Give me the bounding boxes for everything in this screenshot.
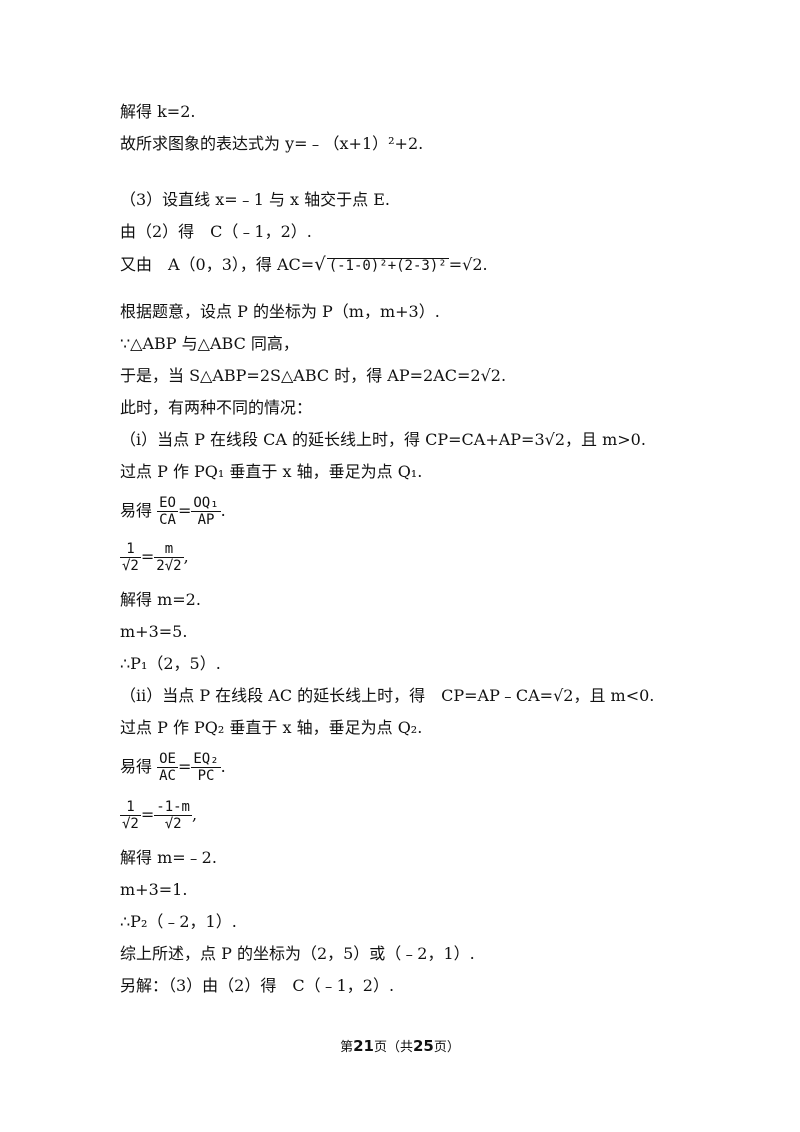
fraction: 1√2 (120, 542, 141, 573)
text-segment: =√2. (448, 255, 488, 274)
text-line: 此时，有两种不同的情况： (120, 398, 313, 417)
denominator: AC (159, 768, 176, 784)
text-line: ∴P₁（2，5）. (120, 654, 221, 673)
text-line: 过点 P 作 PQ₁ 垂直于 x 轴，垂足为点 Q₁. (120, 462, 423, 481)
text-line: 过点 P 作 PQ₂ 垂直于 x 轴，垂足为点 Q₂. (120, 718, 423, 737)
page-number: 21 (353, 1037, 374, 1055)
numerator: 1 (120, 800, 141, 816)
radicand: (-1-0)²+(2-3)² (326, 258, 449, 274)
text-line: 于是，当 S△ABP=2S△ABC 时，得 AP=2AC=2√2. (120, 366, 507, 385)
page-footer: 第21页（共25页） (0, 1036, 800, 1055)
text-line: m+3=5. (120, 622, 188, 641)
fraction: -1-m√2 (154, 800, 192, 831)
numerator: 1 (120, 542, 141, 558)
text-line: ∴P₂（﹣2，1）. (120, 912, 237, 931)
fraction: 1√2 (120, 800, 141, 831)
text-line: ∵△ABP 与△ABC 同高， (120, 334, 299, 353)
fraction-line: 1√2=-1-m√2, (120, 799, 198, 832)
text-line: 解得 k=2. (120, 102, 196, 121)
radical-sign: √ (314, 254, 326, 275)
footer-text: 页（共 (373, 1040, 413, 1055)
numerator: -1-m (154, 799, 192, 816)
text-line: （ⅱ）当点 P 在线段 AC 的延长线上时，得 CP=AP﹣CA=√2，且 m<… (120, 686, 655, 705)
denominator: AP (197, 512, 215, 528)
denominator: CA (159, 512, 176, 528)
text-line-sqrt: 又由 A（0，3），得 AC=√(-1-0)²+(2-3)²=√2. (120, 256, 488, 274)
numerator: EQ₂ (191, 751, 221, 768)
text-line: 另解：（3）由（2）得 C（﹣1，2）. (120, 976, 395, 995)
text-segment: 又由 A（0，3），得 AC= (120, 255, 315, 274)
page-total: 25 (413, 1037, 434, 1055)
text-segment: 易得 (120, 501, 153, 520)
text-line: 综上所述，点 P 的坐标为（2，5）或（﹣2，1）. (120, 944, 475, 963)
text-line: 解得 m=﹣2. (120, 848, 217, 867)
text-segment: 易得 (120, 757, 153, 776)
text-line: 由（2）得 C（﹣1，2）. (120, 222, 312, 241)
text-line: （3）设直线 x=﹣1 与 x 轴交于点 E. (120, 190, 391, 209)
text-line: 根据题意，设点 P 的坐标为 P（m，m+3）. (120, 302, 440, 321)
denominator: √2 (122, 816, 139, 832)
denominator: PC (197, 768, 215, 784)
numerator: EO (157, 495, 178, 512)
footer-text: 第 (340, 1040, 354, 1055)
numerator: OQ₁ (191, 495, 221, 512)
denominator: 2√2 (156, 558, 182, 574)
footer-text: 页） (433, 1040, 460, 1055)
text-line: （ⅰ）当点 P 在线段 CA 的延长线上时，得 CP=CA+AP=3√2，且 m… (120, 430, 646, 449)
denominator: √2 (122, 558, 139, 574)
text-line: 故所求图象的表达式为 y=﹣（x+1）²+2. (120, 134, 424, 153)
denominator: √2 (164, 816, 182, 832)
text-line: m+3=1. (120, 880, 188, 899)
text-line: 解得 m=2. (120, 590, 201, 609)
numerator: m (154, 542, 184, 558)
numerator: OE (157, 751, 178, 768)
